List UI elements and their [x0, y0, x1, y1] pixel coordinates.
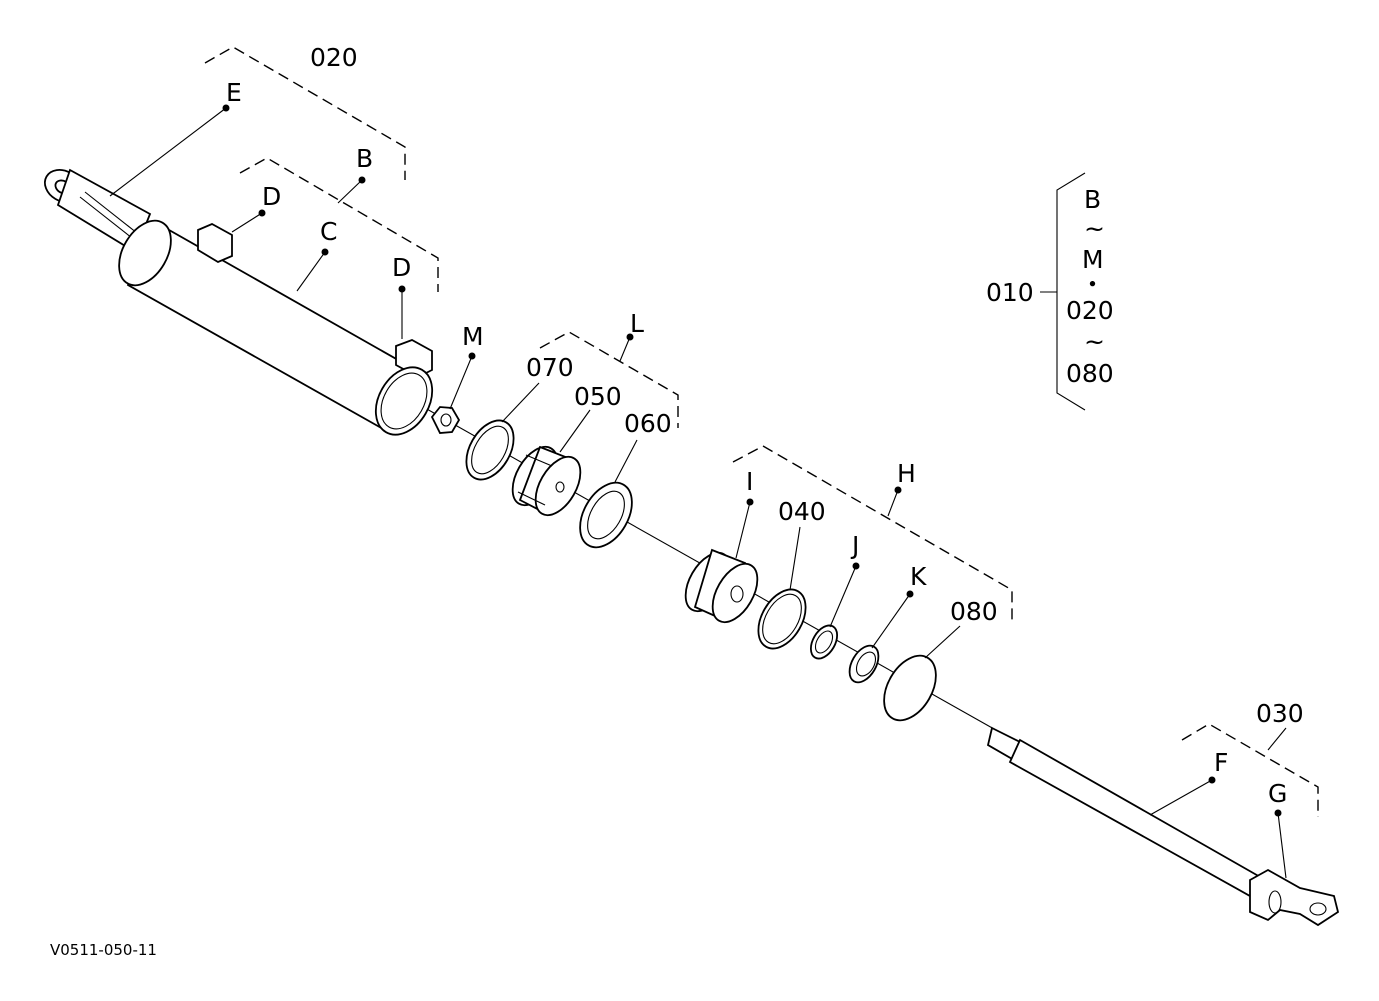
- label-J: J: [850, 531, 859, 560]
- leader-lines: [109, 107, 1287, 879]
- bracket-030: [1181, 723, 1319, 817]
- drawing-code: V0511-050-11: [50, 941, 157, 959]
- label-030: 030: [1256, 699, 1304, 728]
- label-G: G: [1268, 779, 1287, 808]
- label-F: F: [1214, 748, 1228, 777]
- assembly-ref-010: 010: [986, 278, 1034, 307]
- oring-040: [757, 588, 807, 650]
- assembly-range-tilde-2: ~: [1084, 327, 1105, 356]
- part-labels: 020 E B D C D M 070 L 050 060 H I 040 J …: [226, 43, 1304, 808]
- bracket-B: [239, 157, 439, 292]
- label-B: B: [356, 144, 373, 173]
- assembly-separator: ・: [1080, 270, 1105, 299]
- label-D-lower: D: [392, 253, 411, 282]
- label-M: M: [462, 322, 484, 351]
- cylinder-tube-assembly: [44, 168, 434, 436]
- label-060: 060: [624, 409, 672, 438]
- label-dots: [222, 104, 1282, 817]
- bracket-010: [1040, 172, 1086, 411]
- label-080: 080: [950, 597, 998, 626]
- piston-rod-assembly: [986, 726, 1340, 927]
- bracket-L: [539, 331, 679, 428]
- ring-070: [465, 419, 515, 481]
- label-020: 020: [310, 43, 358, 72]
- assembly-range2-end: 080: [1066, 359, 1114, 388]
- label-H: H: [897, 459, 916, 488]
- label-070: 070: [526, 353, 574, 382]
- label-040: 040: [778, 497, 826, 526]
- seal-K: [848, 644, 880, 684]
- assembly-range2-start: 020: [1066, 296, 1114, 325]
- bracket-H: [732, 445, 1013, 625]
- assembly-range-end: M: [1082, 245, 1104, 274]
- label-050: 050: [574, 382, 622, 411]
- label-D-upper: D: [262, 182, 281, 211]
- assembly-range-tilde-1: ~: [1084, 214, 1105, 243]
- assembly-reference: 010 B ~ M ・ 020 ~ 080: [986, 185, 1114, 388]
- label-K: K: [910, 562, 927, 591]
- ring-J: [809, 624, 839, 660]
- assembly-range-start: B: [1084, 185, 1101, 214]
- label-E: E: [226, 78, 242, 107]
- label-L: L: [630, 309, 644, 338]
- ring-080: [883, 654, 937, 722]
- ring-060: [579, 481, 633, 549]
- gland-I: [684, 548, 759, 624]
- label-I: I: [746, 467, 753, 496]
- bracket-020: [204, 46, 406, 180]
- label-C: C: [320, 217, 337, 246]
- nut-M: [430, 406, 461, 434]
- piston-050: [511, 445, 582, 517]
